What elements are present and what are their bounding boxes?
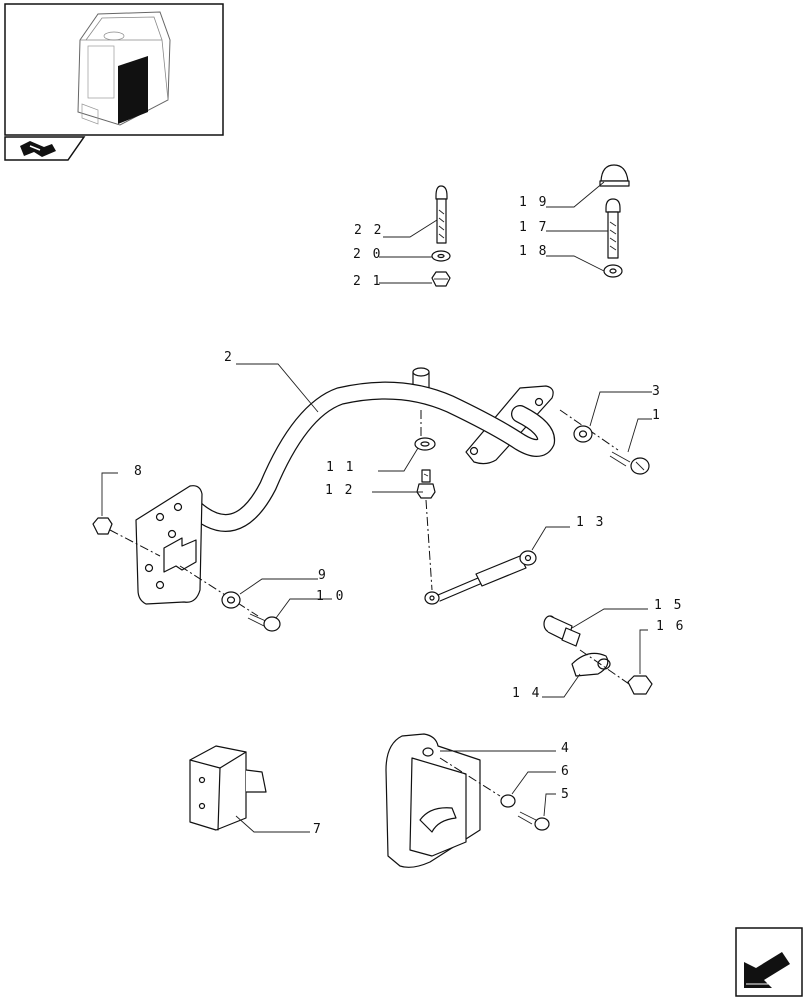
section-badge-icon[interactable] [4,136,86,161]
screw-1-assembly [559,409,650,475]
callout-6: 6 [561,764,571,779]
callout-20: 2 0 [353,247,382,262]
callout-19: 1 9 [519,195,548,210]
callout-4: 4 [561,741,571,756]
callout-10: 1 0 [316,589,345,604]
leader-lines [101,181,652,833]
latch-4-assembly [385,733,550,868]
callout-2: 2 [224,350,234,365]
callout-17: 1 7 [519,220,548,235]
callout-labels: 2 2 2 0 2 1 1 9 1 7 1 8 2 3 1 1 1 1 2 8 … [134,195,685,837]
callout-8: 8 [134,464,144,479]
callout-18: 1 8 [519,244,548,259]
nut-8-assembly [92,517,281,632]
callout-16: 1 6 [656,619,685,634]
callout-13: 1 3 [576,515,605,530]
callout-7: 7 [313,822,323,837]
thumbnail-panel[interactable] [4,3,224,136]
callout-11: 1 1 [326,460,355,475]
callout-9: 9 [318,568,328,583]
callout-21: 2 1 [353,274,382,289]
callout-14: 1 4 [512,686,541,701]
next-page-arrow-icon[interactable] [735,927,803,997]
stud-15-assembly [543,615,653,695]
callout-5: 5 [561,787,571,802]
callout-1: 1 [652,408,662,423]
callout-22: 2 2 [354,223,383,238]
gas-strut-13 [424,550,537,605]
handle-bar-2 [135,367,556,605]
bolt-17-assembly [599,164,630,278]
bolt-22-assembly [431,185,451,287]
callout-15: 1 5 [654,598,683,613]
callout-3: 3 [652,384,662,399]
plunger-12-assembly [414,410,436,591]
rubber-block-7 [189,745,267,831]
callout-12: 1 2 [325,483,354,498]
tractor-cab-thumbnail-icon [77,11,171,126]
